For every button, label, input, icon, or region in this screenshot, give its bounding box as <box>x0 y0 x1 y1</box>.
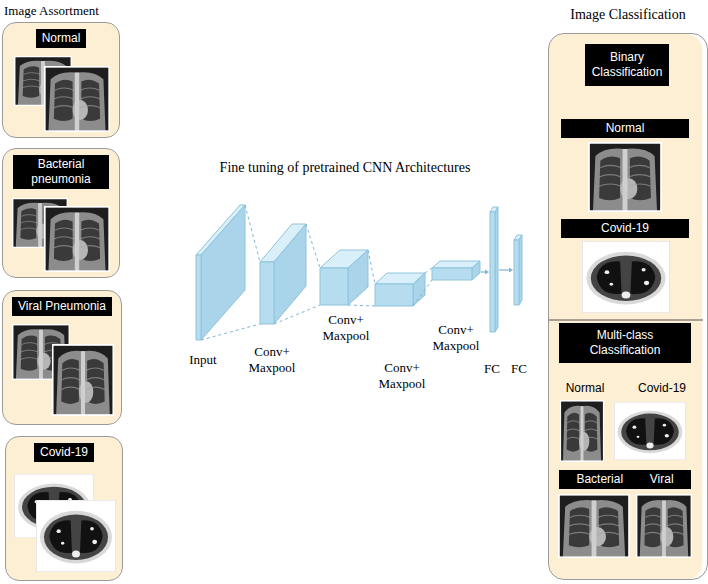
group-heading: Normal <box>36 29 87 48</box>
image-group-panel: Normal <box>2 22 120 138</box>
category-text: Multi-class Classification <box>563 328 687 358</box>
category-bar: Binary Classification <box>585 44 669 86</box>
layer-label: FC <box>480 361 504 377</box>
category-text: Bacterial <box>576 472 623 487</box>
panel-heading: Image Classification <box>549 7 707 24</box>
layer-label: Conv+ Maxpool <box>424 322 488 353</box>
diagram-title: Fine tuning of pretrained CNN Architectu… <box>190 160 500 177</box>
category-bar: Normal <box>561 119 689 138</box>
image-group-panel: Covid-19 <box>5 436 123 581</box>
group-heading: Covid-19 <box>34 443 94 462</box>
class-label: Covid-19 <box>632 381 692 395</box>
group-heading: Bacterial pneumonia <box>13 155 109 189</box>
category-text: Viral <box>650 472 674 487</box>
category-text: Binary Classification <box>589 50 665 80</box>
layer-label: Conv+ Maxpool <box>314 312 378 343</box>
classification-panel: Image ClassificationBinary Classificatio… <box>548 33 708 580</box>
layer-label: Conv+ Maxpool <box>240 344 304 375</box>
category-bar: Covid-19 <box>561 219 689 238</box>
group-heading: Viral Pneumonia <box>12 297 112 316</box>
category-text: Normal <box>606 121 645 136</box>
image-group-panel: Viral Pneumonia <box>2 290 122 425</box>
layer-label: Conv+ Maxpool <box>370 360 434 391</box>
category-text: Covid-19 <box>601 221 649 236</box>
section-heading: Image Assortment <box>4 3 134 19</box>
category-bar: Bacterial Viral <box>559 470 691 489</box>
class-label: Normal <box>558 381 612 395</box>
category-bar: Multi-class Classification <box>559 323 691 363</box>
layer-label: FC <box>506 361 532 377</box>
layer-label: Input <box>183 352 223 368</box>
image-group-panel: Bacterial pneumonia <box>2 148 120 278</box>
